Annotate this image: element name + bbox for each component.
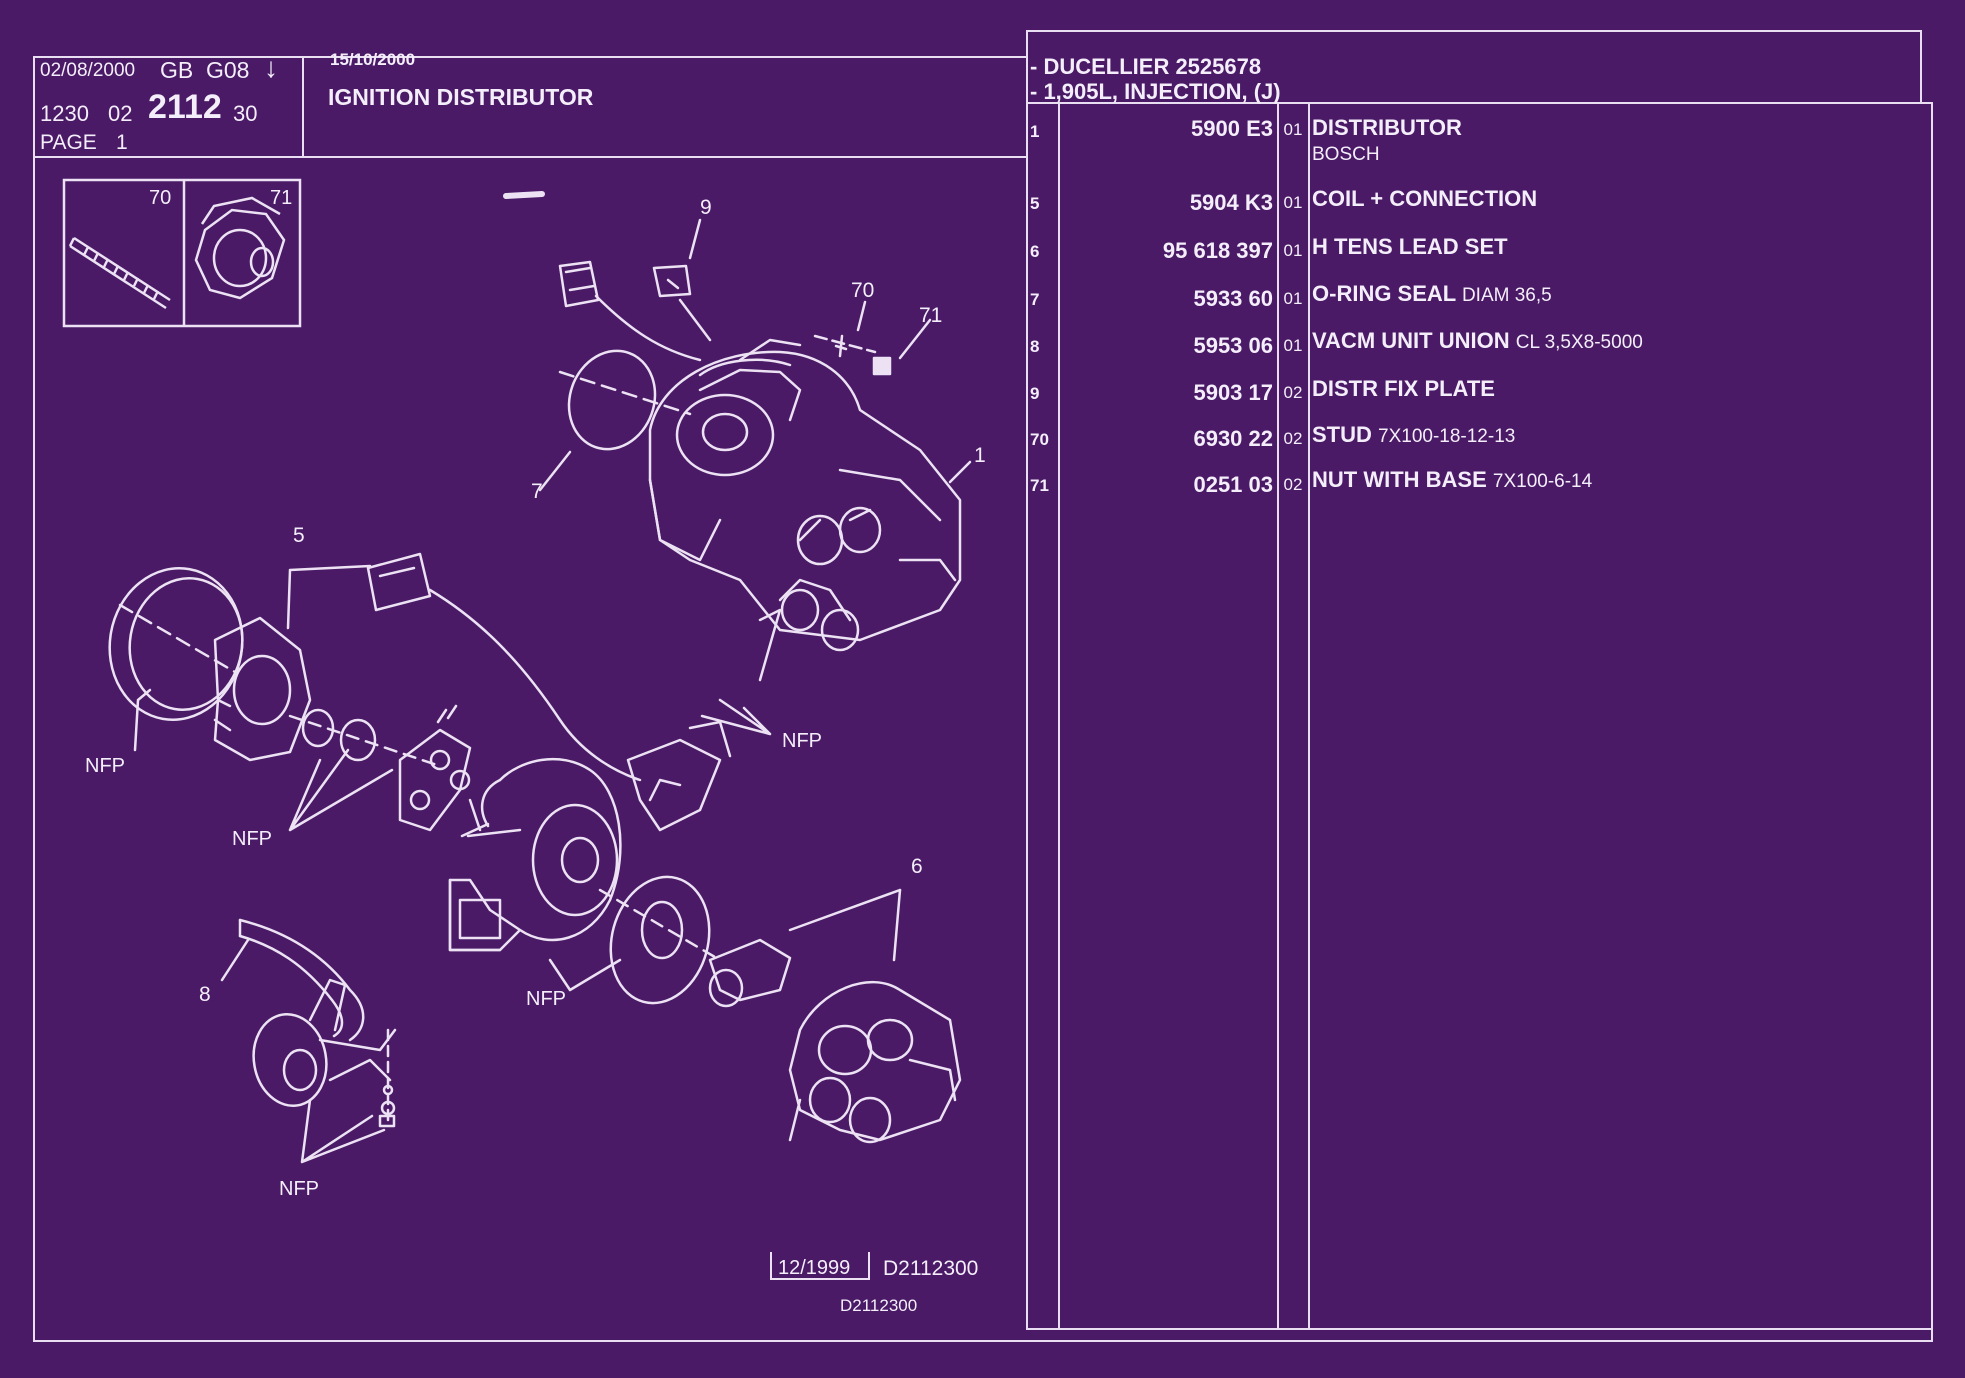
header-page-label: PAGE — [40, 131, 97, 154]
notes-divider — [1026, 102, 1933, 104]
row-description: DISTR FIX PLATE — [1312, 376, 1495, 401]
page-title: IGNITION DISTRIBUTOR — [328, 84, 594, 110]
table-col-num — [1058, 104, 1060, 1330]
callout-9: 9 — [700, 196, 712, 219]
drawing-date-box — [770, 1252, 870, 1280]
row-description: NUT WITH BASE 7X100-6-14 — [1312, 467, 1593, 492]
inset-label-70: 70 — [149, 187, 172, 209]
note-line-2: - 1,905L, INJECTION, (J) — [1030, 79, 1281, 104]
row-description: VACM UNIT UNION CL 3,5X8-5000 — [1312, 328, 1643, 353]
frame-top-left — [33, 56, 1026, 58]
row-part-ref: 5904 K3 — [1189, 190, 1273, 215]
row-spec: 7X100-18-12-13 — [1378, 426, 1516, 447]
table-col-qty-b — [1308, 104, 1310, 1330]
row-item-number: 6 — [1030, 242, 1040, 261]
header-divider-left — [33, 156, 1026, 158]
row-quantity: 01 — [1283, 289, 1303, 308]
row-item-number: 71 — [1030, 476, 1049, 495]
row-part-ref: 5933 60 — [1193, 286, 1273, 311]
row-description: COIL + CONNECTION — [1312, 186, 1538, 211]
row-quantity: 02 — [1283, 475, 1303, 494]
header-code-c: 30 — [233, 101, 258, 126]
row-spec: CL 3,5X8-5000 — [1515, 332, 1643, 353]
stud-icon — [68, 236, 171, 310]
row-description: STUD 7X100-18-12-13 — [1312, 422, 1516, 447]
callout-71: 71 — [919, 304, 943, 327]
header-code-b: 02 — [108, 101, 133, 126]
header-date2: 15/10/2000 — [330, 50, 416, 69]
header-date: 02/08/2000 — [40, 60, 136, 81]
table-bottom — [1026, 1328, 1933, 1330]
row-part-ref: 5903 17 — [1193, 380, 1273, 405]
header-lang: GB — [160, 57, 194, 83]
row-part-ref: 95 618 397 — [1162, 238, 1273, 263]
header-code-main: 2112 — [148, 88, 222, 126]
note-line-1: - DUCELLIER 2525678 — [1030, 54, 1262, 79]
row-item-number: 9 — [1030, 384, 1040, 403]
frame-right — [1931, 102, 1933, 1342]
frame-top-right — [1026, 30, 1922, 32]
nfp-label-vacuum: NFP — [279, 1178, 319, 1200]
row-description: O-RING SEAL DIAM 36,5 — [1312, 281, 1552, 306]
frame-bottom — [33, 1340, 1933, 1342]
callout-70: 70 — [851, 279, 875, 302]
row-description: DISTRIBUTOR — [1312, 115, 1462, 140]
header-group: G08 — [206, 57, 250, 83]
row-part-ref: 0251 03 — [1193, 472, 1273, 497]
row-item-number: 1 — [1030, 122, 1040, 141]
callout-1: 1 — [974, 444, 986, 467]
row-quantity: 01 — [1283, 336, 1303, 355]
nfp-label-washers: NFP — [232, 828, 272, 850]
row-spec: 7X100-6-14 — [1492, 471, 1593, 492]
row-quantity: 01 — [1283, 120, 1303, 139]
nfp-label-body: NFP — [526, 988, 566, 1010]
nut-icon — [194, 196, 286, 300]
row-part-ref: 5953 06 — [1193, 333, 1273, 358]
row-quantity: 02 — [1283, 383, 1303, 402]
header-cell-divider — [302, 56, 304, 156]
table-col-qty-a — [1277, 104, 1279, 1330]
frame-right-outer — [1920, 30, 1922, 102]
row-quantity: 01 — [1283, 241, 1303, 260]
drawing-reference: D2112300 — [883, 1257, 979, 1280]
callout-7: 7 — [531, 480, 543, 503]
row-item-number: 7 — [1030, 290, 1040, 309]
drawing-reference-small: D2112300 — [840, 1296, 918, 1315]
frame-left — [33, 56, 35, 1342]
row-quantity: 01 — [1283, 193, 1303, 212]
nfp-label-contact: NFP — [782, 730, 822, 752]
row-item-number: 5 — [1030, 194, 1040, 213]
row-item-number: 8 — [1030, 337, 1040, 356]
row-item-number: 70 — [1030, 430, 1049, 449]
row-description: H TENS LEAD SET — [1312, 234, 1508, 259]
inset-label-71: 71 — [270, 187, 293, 209]
row-quantity: 02 — [1283, 429, 1303, 448]
callout-5: 5 — [293, 524, 305, 547]
distributor-assembly — [648, 338, 962, 652]
header-code-a: 1230 — [40, 101, 89, 126]
header-page-num: 1 — [116, 131, 128, 154]
drawing-table-divider — [1026, 30, 1028, 1330]
row-spec: DIAM 36,5 — [1461, 285, 1552, 306]
drawing-date: 12/1999 — [778, 1257, 851, 1279]
row-part-ref: 5900 E3 — [1191, 116, 1273, 141]
callout-8: 8 — [199, 983, 211, 1006]
callout-6: 6 — [911, 855, 923, 878]
row-sub-description: BOSCH — [1312, 144, 1380, 165]
down-arrow-icon: ↓ — [264, 52, 278, 83]
nfp-label-ring: NFP — [85, 755, 125, 777]
row-part-ref: 6930 22 — [1193, 426, 1273, 451]
